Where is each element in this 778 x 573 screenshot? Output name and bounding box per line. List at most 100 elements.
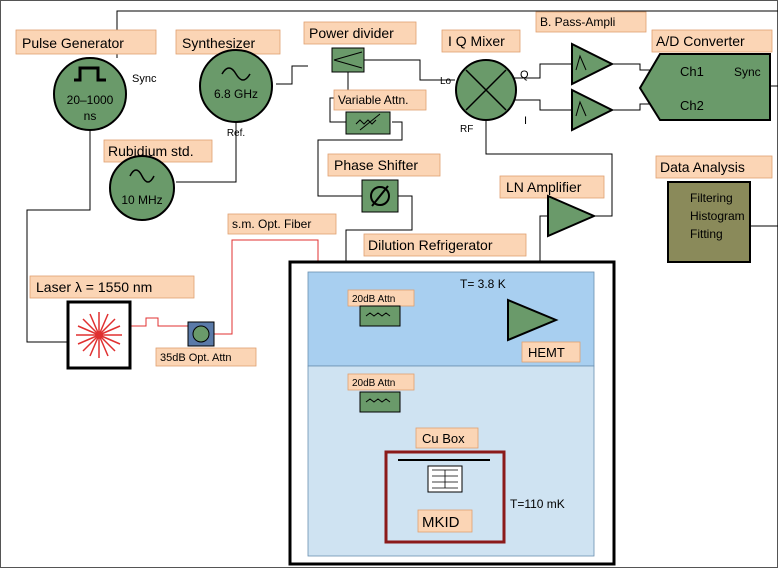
bandpass-icon-i — [575, 100, 587, 117]
pulse-unit: ns — [84, 109, 97, 123]
opt-attn-icon — [192, 325, 210, 343]
divider-split-icon — [333, 51, 363, 69]
label-box-var-attn — [333, 89, 427, 111]
label-box-opt-attn — [155, 347, 257, 367]
sine-wave-icon — [221, 67, 251, 81]
label-box-data-analysis — [655, 155, 773, 179]
label-data-analysis: Data Analysis — [660, 159, 745, 175]
synth-to-divider-wire — [276, 65, 308, 85]
label-box-sm-fiber — [227, 213, 337, 235]
label-box-power-divider — [303, 21, 417, 45]
label-box-bpass — [535, 11, 647, 33]
rubidium-frequency: 10 MHz — [121, 193, 162, 207]
variable-attenuator — [345, 111, 391, 135]
power-divider-body — [331, 47, 365, 73]
bandpass-amp-q — [571, 42, 615, 86]
divider-to-lo-wire — [362, 59, 455, 81]
label-box-iq-mixer — [441, 29, 521, 53]
laser — [66, 300, 132, 370]
label-t-110mk: T=110 mK — [510, 497, 565, 511]
attn2-body — [359, 391, 401, 413]
component-labels: Pulse Generator Synthesizer Power divide… — [15, 11, 773, 533]
analysis-step-2: Histogram — [690, 209, 745, 223]
label-phase-shifter: Phase Shifter — [334, 157, 418, 173]
bandpass-amplifiers — [571, 42, 615, 132]
label-sm-fiber: s.m. Opt. Fiber — [232, 217, 311, 231]
variable-attn-icon — [355, 113, 381, 131]
label-ad-converter: A/D Converter — [656, 33, 745, 49]
mixer-cross-icon — [465, 69, 507, 111]
mixer-q-label: Q — [520, 69, 529, 81]
bandpass-icon-q — [575, 54, 587, 71]
attenuator-20db-2 — [359, 391, 401, 413]
label-box-attn2 — [347, 373, 415, 391]
attn-to-phase-wire — [317, 121, 403, 197]
label-box-cu-box — [415, 427, 479, 449]
pulse-generator: 20–1000 ns Sync — [53, 57, 157, 131]
pulse-icon — [74, 66, 106, 82]
iq-mixer: Lo RF Q I — [440, 59, 529, 135]
label-opt-attn: 35dB Opt. Attn — [160, 352, 232, 364]
optical-pulse-trace — [130, 317, 188, 327]
label-dilution-refrigerator: Dilution Refrigerator — [368, 237, 493, 253]
phase-icon-slash — [371, 185, 389, 207]
label-pulse-generator: Pulse Generator — [22, 35, 124, 51]
pulse-to-laser-wire — [26, 128, 91, 343]
attn1-resistor-icon — [365, 312, 391, 317]
mixer-rf-label: RF — [460, 124, 473, 135]
label-cu-box: Cu Box — [422, 431, 465, 446]
attn1-body — [359, 305, 401, 327]
label-attn-20db-1: 20dB Attn — [352, 294, 395, 305]
label-box-mkid — [417, 509, 473, 533]
phase-shifter — [361, 179, 399, 213]
synth-ref-label: Ref. — [227, 128, 245, 139]
label-box-laser — [29, 275, 195, 299]
label-t-3p8k: T= 3.8 K — [460, 277, 506, 291]
pulse-range: 20–1000 — [67, 93, 114, 107]
mixer-q-wire — [514, 63, 572, 79]
bandpass-amp-i — [571, 88, 615, 132]
divider-to-attn-wire — [329, 72, 349, 123]
rubidium-body — [109, 155, 175, 221]
synthesizer: 6.8 GHz Ref. — [199, 49, 273, 139]
analysis-step-1: Filtering — [690, 191, 733, 205]
attn2-resistor-icon — [365, 398, 391, 403]
hemt-amplifier — [507, 298, 559, 342]
mixer-i-wire — [514, 99, 572, 111]
label-rubidium: Rubidium std. — [108, 143, 194, 159]
adc-sync-label: Sync — [734, 65, 761, 79]
label-ln-amplifier: LN Amplifier — [506, 179, 582, 195]
mkid-meander — [432, 469, 458, 489]
label-box-pulse-generator — [15, 29, 157, 55]
synth-frequency: 6.8 GHz — [214, 87, 258, 101]
label-hemt: HEMT — [528, 345, 565, 360]
label-laser: Laser λ = 1550 nm — [36, 279, 152, 295]
pulse-generator-body — [53, 57, 127, 131]
label-box-phase-shifter — [327, 153, 441, 177]
label-power-divider: Power divider — [309, 25, 394, 41]
label-attn-20db-2: 20dB Attn — [352, 378, 395, 389]
ad-converter: Ch1 Ch2 Sync — [638, 53, 771, 121]
label-box-dilution — [363, 233, 527, 257]
rubidium-sine-icon — [129, 169, 155, 183]
label-synthesizer: Synthesizer — [182, 35, 255, 51]
adc-body — [638, 53, 771, 121]
rubidium-to-ref-wire — [176, 120, 237, 183]
ln-to-rf-wire — [485, 120, 613, 217]
label-box-hemt — [521, 341, 581, 363]
label-bpass-ampli: B. Pass-Ampli — [540, 15, 615, 29]
label-box-adc — [651, 29, 773, 53]
synthesizer-body — [199, 49, 273, 123]
data-analysis-box: Filtering Histogram Fitting — [667, 181, 751, 263]
mixer-lo-label: Lo — [440, 76, 452, 87]
label-variable-attn: Variable Attn. — [338, 93, 409, 107]
attenuator-20db-1 — [359, 305, 401, 327]
phase-icon — [370, 186, 390, 206]
adc-ch2-label: Ch2 — [680, 98, 704, 113]
pulse-sync-label: Sync — [132, 73, 157, 85]
optical-attenuator — [187, 321, 215, 347]
ln-amplifier — [547, 194, 597, 238]
rubidium-standard: 10 MHz — [109, 155, 175, 221]
label-iq-mixer: I Q Mixer — [448, 33, 505, 49]
